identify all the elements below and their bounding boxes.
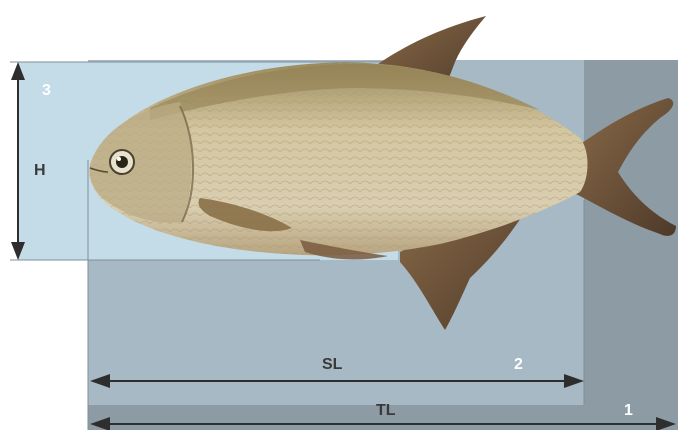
height-label: H (34, 162, 46, 180)
marker-2-label: 2 (514, 356, 523, 374)
marker-3-label: 3 (42, 82, 51, 100)
marker-1-label: 1 (624, 402, 633, 420)
fish-eye-highlight (117, 157, 121, 161)
standard-length-label: SL (322, 356, 342, 374)
total-length-label: TL (376, 402, 396, 420)
